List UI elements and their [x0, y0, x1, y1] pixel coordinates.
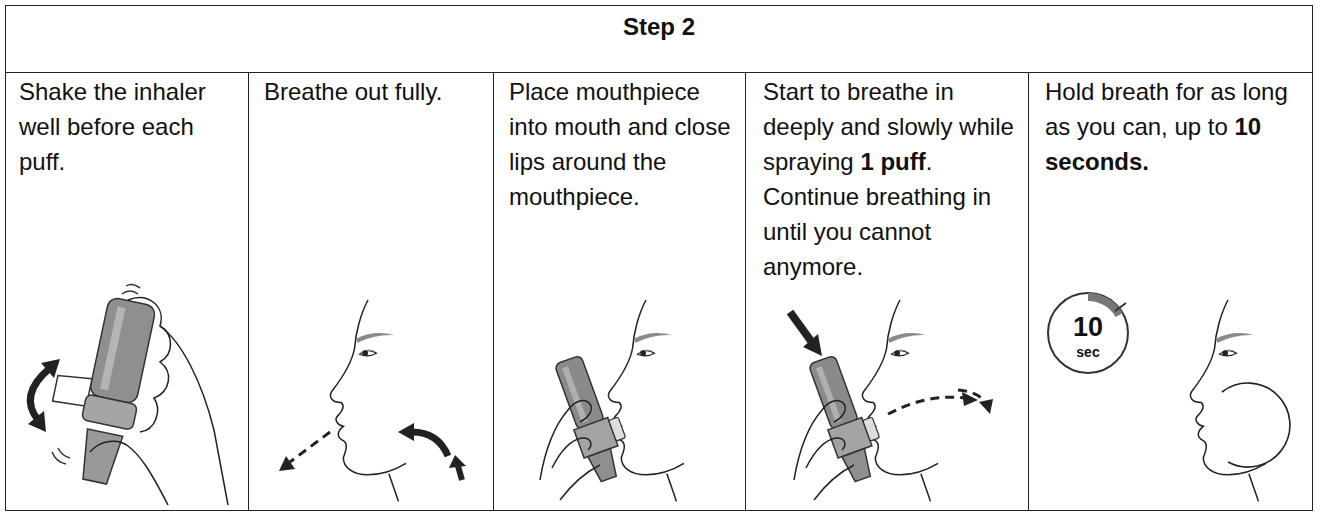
step-cell: Breathe out fully. — [248, 72, 494, 511]
eye — [359, 351, 376, 356]
inhaler-illustration — [551, 350, 637, 484]
eyelid — [637, 350, 654, 354]
exhale-arrow — [290, 432, 330, 462]
hand-finger — [552, 438, 591, 468]
hand-palm — [160, 326, 228, 505]
hand-outline — [540, 401, 600, 500]
hand-outline — [794, 401, 854, 500]
inhale-arrow — [888, 397, 965, 414]
inhaler-cap — [77, 429, 123, 485]
timer-tick — [1115, 303, 1126, 311]
timer-label: 10 — [1073, 314, 1103, 341]
curved-arrow — [412, 432, 448, 456]
face-profile — [608, 300, 684, 501]
face-profile — [330, 300, 406, 501]
hand-outline — [90, 298, 228, 505]
inhaler-actuator — [81, 394, 137, 430]
eyebrow — [356, 333, 395, 343]
instruction-text: Hold breath for as long as you can, up t… — [1045, 73, 1301, 179]
instruction-text: Shake the inhaler well before each puff. — [19, 73, 241, 179]
eyelid — [359, 350, 376, 354]
inhaler-cap — [588, 449, 620, 484]
arrow-head — [279, 456, 295, 471]
canister-highlight — [562, 366, 587, 423]
eye — [891, 351, 908, 356]
face-profile — [862, 300, 938, 501]
hand-thumb — [814, 465, 854, 500]
inhaler-mouthpiece — [609, 417, 626, 441]
eyebrow — [1216, 333, 1255, 343]
inhaler-mouthpiece — [863, 417, 880, 441]
header-cell: Step 2 — [5, 5, 1313, 73]
shake-mark — [58, 448, 70, 458]
pupil — [362, 350, 368, 356]
pupil — [894, 350, 900, 356]
inhaler-illustration — [805, 350, 891, 484]
small-arrow — [458, 466, 462, 480]
face-outline — [862, 300, 938, 475]
eyebrow — [888, 333, 927, 343]
pupil — [1222, 350, 1228, 356]
shake-arrow-line — [30, 368, 50, 420]
canister-highlight — [100, 306, 125, 390]
hand-finger — [540, 401, 591, 480]
arrow-head — [28, 411, 46, 432]
hand-thumb — [560, 465, 600, 500]
shake-mark — [52, 452, 66, 464]
puffed-cheek — [1222, 383, 1290, 467]
neck-line — [921, 474, 931, 502]
face-profile — [1190, 300, 1266, 501]
neck-line — [1249, 474, 1259, 502]
emphasis: 1 puff — [860, 148, 925, 175]
press-arrow-line — [790, 312, 811, 341]
timer-icon — [1048, 293, 1128, 373]
timer-circle — [1048, 293, 1128, 373]
hand-thumb — [90, 441, 168, 505]
neck-line — [389, 474, 399, 502]
eyelid — [1219, 350, 1236, 354]
eyebrow — [634, 333, 673, 343]
step-cell: Hold breath for as long as you can, up t… — [1028, 72, 1313, 511]
neck-line — [667, 474, 677, 502]
step-cell: Shake the inhaler well before each puff. — [5, 72, 249, 511]
eyelid — [891, 350, 908, 354]
table-title: Step 2 — [6, 6, 1312, 42]
eye — [1219, 351, 1236, 356]
timer-arc — [1088, 297, 1119, 315]
hand-fingers — [128, 298, 171, 432]
press-arrow — [790, 312, 822, 356]
shake-mark — [122, 291, 138, 294]
instruction-text: Place mouthpiece into mouth and close li… — [509, 73, 737, 214]
arrow-head — [41, 359, 60, 378]
shake-mark — [126, 284, 140, 288]
face-outline — [330, 300, 406, 475]
hand-finger — [806, 438, 845, 468]
arrow-head — [398, 423, 414, 441]
face-outline — [608, 300, 684, 475]
timer-label: sec — [1076, 345, 1099, 359]
hand-finger — [794, 401, 845, 480]
inhale-arrows — [888, 390, 993, 414]
step-cell: Place mouthpiece into mouth and close li… — [493, 72, 746, 511]
arrow-head — [979, 399, 993, 414]
inhaler-cap — [842, 449, 874, 484]
breath-arrows — [279, 423, 466, 480]
eye — [637, 351, 654, 356]
arrow-head — [803, 334, 822, 356]
canister-highlight — [816, 366, 841, 423]
instruction-text: Start to breathe in deeply and slowly wh… — [763, 73, 1015, 284]
step-cell: Start to breathe in deeply and slowly wh… — [745, 72, 1029, 511]
inhaler-canister — [89, 297, 157, 405]
instruction-text: Breathe out fully. — [264, 73, 478, 109]
arrow-head — [449, 455, 466, 468]
pupil — [640, 350, 646, 356]
